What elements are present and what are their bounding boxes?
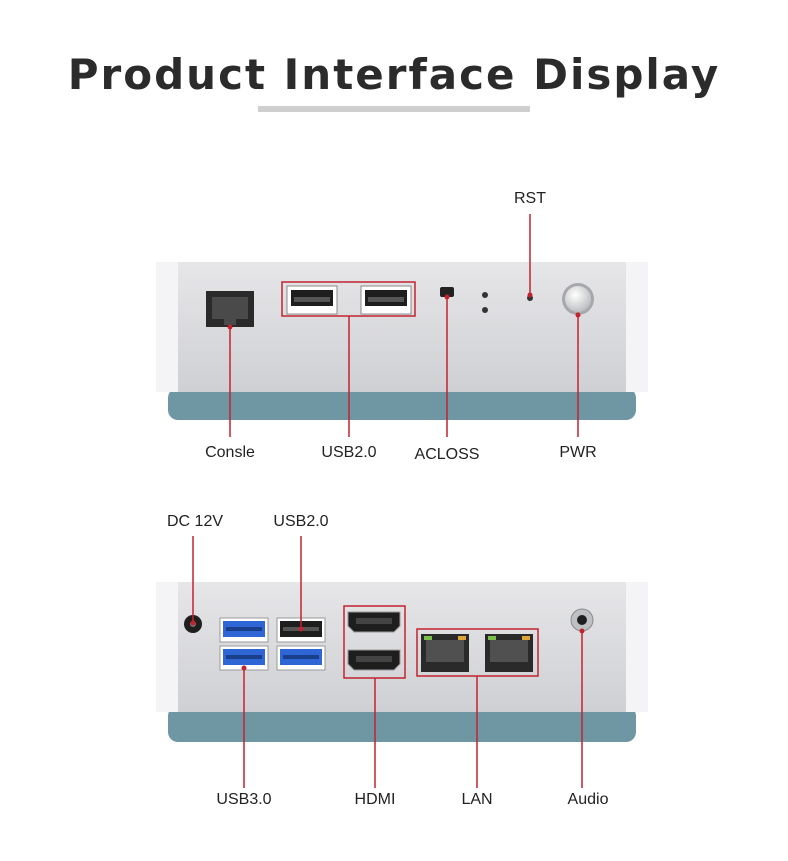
front-base — [168, 388, 636, 420]
label-usb3: USB3.0 — [216, 791, 272, 808]
audio-jack — [570, 608, 594, 632]
front-callouts — [229, 214, 579, 437]
front-usb2-port-1 — [286, 285, 338, 315]
label-back-usb2: USB2.0 — [273, 513, 329, 530]
led-2 — [482, 307, 488, 313]
title-underline — [258, 106, 530, 112]
back-base — [168, 706, 636, 742]
led-1 — [482, 292, 488, 298]
usb3-port-3 — [276, 645, 326, 671]
label-lan: LAN — [461, 791, 493, 808]
label-acloss: ACLOSS — [414, 446, 480, 463]
label-console: Consle — [205, 444, 255, 461]
front-usb2-port-2 — [360, 285, 412, 315]
label-hdmi: HDMI — [354, 791, 396, 808]
acloss-switch — [440, 287, 454, 297]
page-title: Product Interface Display — [67, 50, 721, 99]
lan-port-1 — [421, 634, 469, 672]
label-dc: DC 12V — [166, 513, 224, 530]
power-button — [562, 283, 594, 315]
usb3-port-2 — [219, 645, 269, 671]
console-port — [206, 291, 254, 327]
hdmi-port-2 — [347, 649, 401, 671]
usb3-port-1 — [219, 617, 269, 643]
label-pwr: PWR — [559, 444, 597, 461]
hdmi-port-1 — [347, 611, 401, 633]
label-audio: Audio — [567, 791, 609, 808]
label-front-usb2: USB2.0 — [321, 444, 377, 461]
back-panel — [156, 536, 648, 788]
lan-port-2 — [485, 634, 533, 672]
front-panel — [156, 214, 648, 437]
back-callouts — [192, 536, 583, 788]
label-rst: RST — [514, 190, 546, 207]
